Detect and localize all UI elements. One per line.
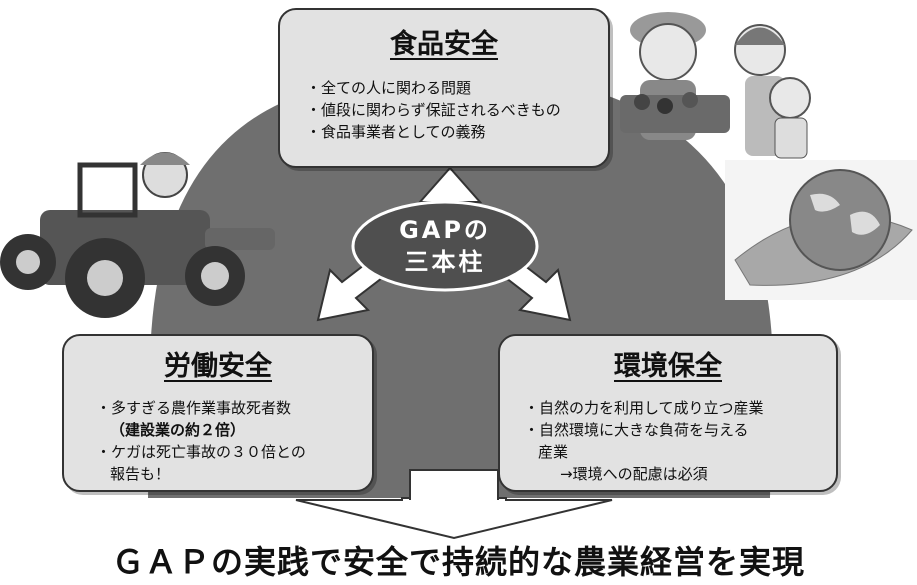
center-ellipse: [351, 200, 539, 292]
food-safety-list: ・全ての人に関わる問題 ・値段に関わらず保証されるべきもの ・食品事業者としての…: [296, 77, 592, 143]
tractor-farmer-illustration: [0, 152, 275, 318]
list-item: ・自然環境に大きな負荷を与える: [524, 421, 749, 439]
farmer-family-illustration: [620, 12, 811, 159]
food-safety-box: 食品安全 ・全ての人に関わる問題 ・値段に関わらず保証されるべきもの ・食品事業…: [278, 8, 610, 168]
food-safety-title: 食品安全: [390, 29, 498, 60]
list-item: ・食品事業者としての義務: [306, 123, 486, 141]
right-arrow: [504, 260, 572, 322]
center-label: GAPの 三本柱: [356, 214, 534, 278]
conclusion-text: ＧＡＰの実践で安全で持続的な農業経営を実現: [111, 543, 805, 581]
center-label-line1: GAPの: [399, 216, 491, 244]
list-item: ・自然の力を利用して成り立つ産業: [524, 399, 764, 417]
environment-list: ・自然の力を利用して成り立つ産業 ・自然環境に大きな負荷を与える 産業 →環境へ…: [514, 397, 822, 485]
left-arrow: [316, 260, 384, 322]
list-item: ・多すぎる農作業事故死者数: [96, 399, 292, 417]
list-item: →環境への配慮は必須: [560, 465, 708, 483]
down-arrow: [295, 497, 613, 540]
list-item: 報告も！: [110, 465, 171, 483]
list-item: ・値段に関わらず保証されるべきもの: [306, 101, 561, 119]
labor-safety-box: 労働安全 ・多すぎる農作業事故死者数 （建設業の約２倍） ・ケガは死亡事故の３０…: [62, 334, 374, 492]
labor-safety-title: 労働安全: [164, 351, 272, 382]
globe-on-leaf-illustration: [725, 160, 917, 300]
environment-box: 環境保全 ・自然の力を利用して成り立つ産業 ・自然環境に大きな負荷を与える 産業…: [498, 334, 838, 492]
list-item: 産業: [538, 443, 569, 461]
center-label-line2: 三本柱: [404, 248, 486, 276]
list-item: （建設業の約２倍）: [110, 421, 246, 439]
environment-title: 環境保全: [614, 351, 722, 382]
labor-safety-list: ・多すぎる農作業事故死者数 （建設業の約２倍） ・ケガは死亡事故の３０倍との 報…: [78, 397, 358, 485]
list-item: ・全ての人に関わる問題: [306, 79, 472, 97]
list-item: ・ケガは死亡事故の３０倍との: [96, 443, 306, 461]
